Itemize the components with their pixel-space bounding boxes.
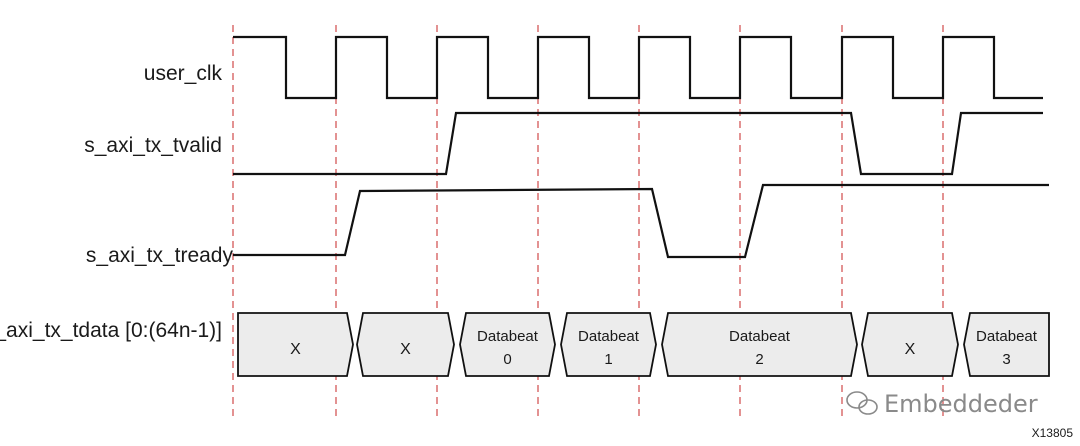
bus-segment xyxy=(237,312,354,377)
watermark: Embeddeder xyxy=(846,390,1038,418)
watermark-text: Embeddeder xyxy=(884,390,1038,418)
signal-label-user-clk: user_clk xyxy=(144,62,223,85)
figure-id: X13805 xyxy=(1032,426,1074,440)
tdata-bus: X X Databeat 0 Databeat 1 Databeat 2 X Databeat 3 xyxy=(237,312,1050,377)
tready-waveform xyxy=(233,183,1049,259)
bus-segment-index: 2 xyxy=(755,351,763,368)
bus-segment xyxy=(356,312,455,377)
tvalid-waveform xyxy=(233,111,1043,176)
signal-label-tvalid: s_axi_tx_tvalid xyxy=(84,134,222,157)
bus-segment xyxy=(459,312,556,377)
bus-segment-label: Databeat xyxy=(578,328,640,345)
bus-segment-label: X xyxy=(905,341,916,358)
bus-segment xyxy=(661,312,858,377)
bus-segment-label: Databeat xyxy=(976,328,1038,345)
signal-label-tdata: s_axi_tx_tdata [0:(64n-1)] xyxy=(0,319,222,342)
bus-segment-label: X xyxy=(400,341,411,358)
bus-segment-index: 1 xyxy=(604,351,612,368)
signal-label-tready: s_axi_tx_tready xyxy=(86,244,234,267)
wechat-icon xyxy=(846,391,878,415)
user-clk-waveform xyxy=(233,35,1043,100)
bus-segment-label: Databeat xyxy=(729,328,791,345)
bus-segment xyxy=(963,312,1050,377)
bus-segment xyxy=(861,312,959,377)
bus-segment xyxy=(560,312,657,377)
bus-segment-index: 0 xyxy=(503,351,511,368)
bus-segment-index: 3 xyxy=(1002,351,1010,368)
bus-segment-label: X xyxy=(290,341,301,358)
bus-segment-label: Databeat xyxy=(477,328,539,345)
